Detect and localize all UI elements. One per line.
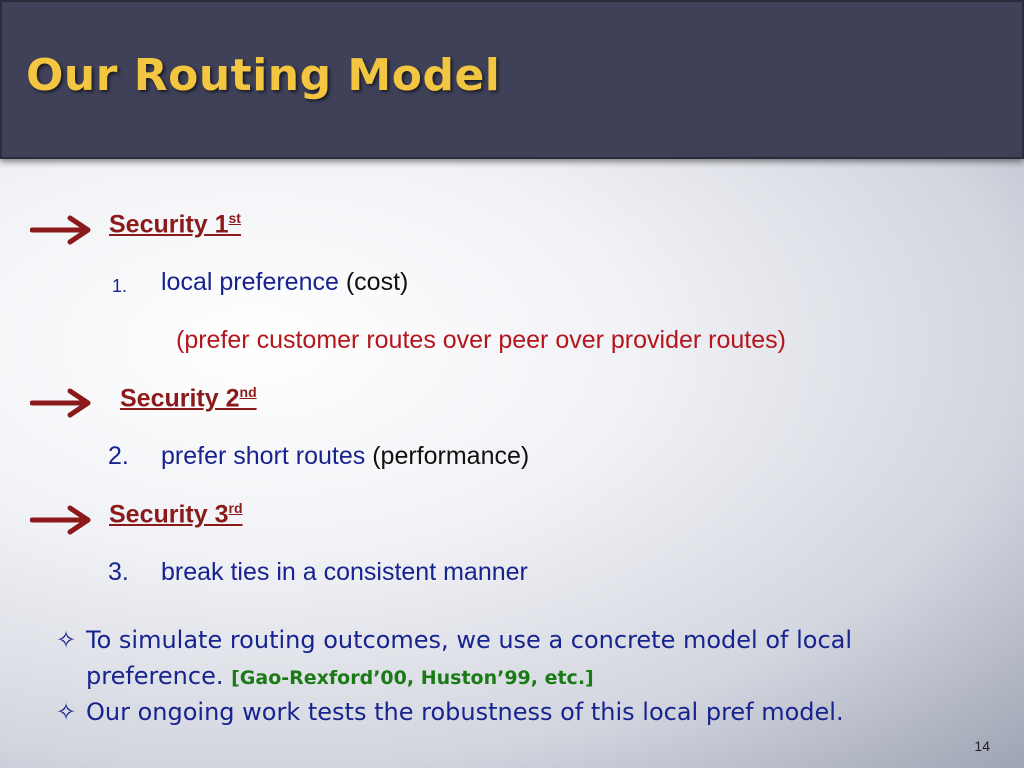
security-ordinal: nd (239, 384, 257, 400)
item-qualifier: (cost) (345, 268, 409, 296)
notes: ✧ To simulate routing outcomes, we use a… (24, 622, 984, 730)
title-bar: Our Routing Model (0, 0, 1024, 159)
list-item-2: prefer short routes (performance) (161, 442, 529, 471)
security-label: Security 1 (109, 210, 229, 239)
item-number: 2. (108, 442, 129, 470)
slide-number: 14 (974, 738, 990, 754)
item-text: local preference (161, 268, 339, 296)
item-number: 1. (112, 276, 128, 296)
security-label: Security 2 (120, 384, 240, 413)
citation: [Gao-Rexford’00, Huston’99, etc.] (231, 667, 594, 689)
security-ordinal: rd (228, 500, 243, 516)
arrow-right-icon (30, 388, 91, 418)
item-text: prefer short routes (161, 442, 366, 470)
arrow-right-icon (30, 215, 91, 245)
item-text: break ties in a consistent manner (161, 558, 528, 586)
security-heading-2: Security 2nd (120, 384, 257, 413)
security-ordinal: st (228, 210, 241, 226)
star-outline-icon: ✧ (56, 698, 77, 726)
star-outline-icon: ✧ (56, 626, 77, 654)
item-qualifier: (performance) (372, 442, 530, 470)
list-item-1: local preference (cost) (161, 268, 408, 297)
item-1-note: (prefer customer routes over peer over p… (176, 326, 786, 354)
item-number: 3. (108, 558, 129, 586)
list-item-3: break ties in a consistent manner (161, 558, 528, 587)
security-heading-3: Security 3rd (109, 500, 243, 529)
note-text: Our ongoing work tests the robustness of… (86, 698, 844, 726)
slide-title: Our Routing Model (26, 50, 501, 101)
security-label: Security 3 (109, 500, 229, 529)
note-text: To simulate routing outcomes, we use a c… (86, 626, 853, 690)
note-bullet-1: ✧ To simulate routing outcomes, we use a… (24, 622, 984, 694)
arrow-right-icon (30, 505, 91, 535)
security-heading-1: Security 1st (109, 210, 241, 239)
note-bullet-2: ✧ Our ongoing work tests the robustness … (24, 694, 984, 730)
